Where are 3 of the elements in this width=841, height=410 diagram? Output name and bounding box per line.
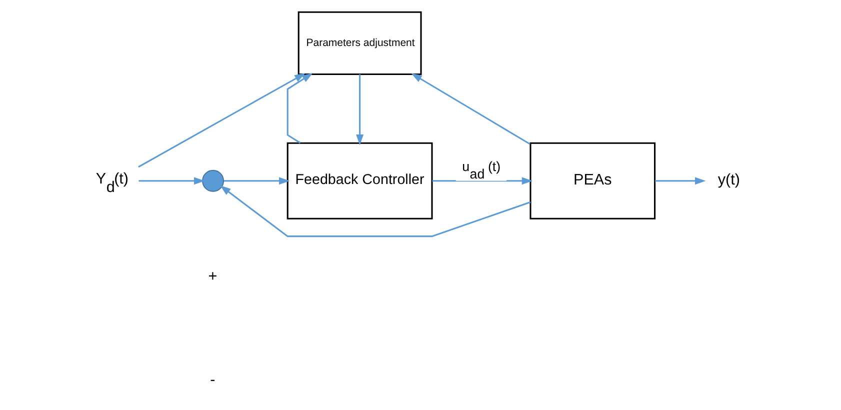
label: - [210,371,215,388]
label: + [208,268,217,286]
node-text: y(t) [717,171,740,188]
